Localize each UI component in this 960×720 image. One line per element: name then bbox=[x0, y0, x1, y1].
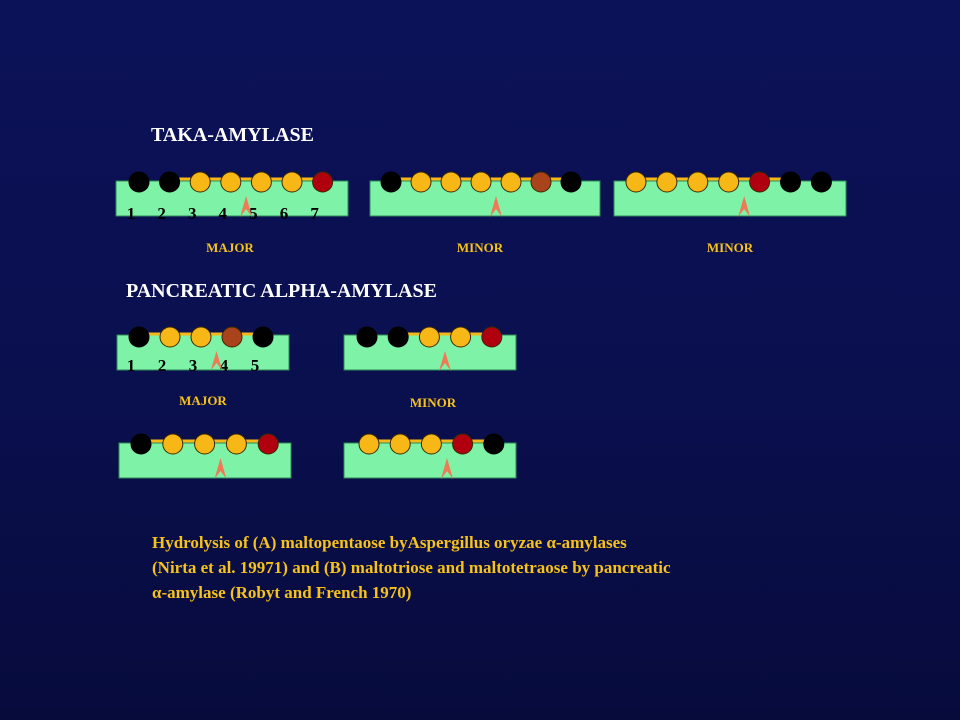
pan-top-2-bead-1-black bbox=[356, 326, 378, 348]
pancreatic-row-1-label: MAJOR bbox=[179, 393, 227, 408]
taka-1-bead-2-black bbox=[159, 171, 181, 193]
taka-2-bead-2-yellow bbox=[410, 171, 432, 193]
pan-top-1-position-3: 3 bbox=[189, 356, 198, 375]
taka-3-bead-6-black bbox=[780, 171, 801, 193]
pan-bottom-1-bead-2-yellow bbox=[162, 433, 184, 455]
taka-1-position-1: 1 bbox=[127, 204, 136, 223]
pan-top-1-position-2: 2 bbox=[158, 356, 167, 375]
taka-row-1-label: MAJOR bbox=[206, 240, 254, 255]
taka-1-position-5: 5 bbox=[249, 204, 258, 223]
taka-2-bead-4-yellow bbox=[470, 171, 492, 193]
taka-2-bead-6-brown bbox=[530, 171, 552, 193]
taka-row-3-label: MINOR bbox=[706, 240, 754, 255]
pan-bottom-2-bead-3-yellow bbox=[420, 433, 442, 455]
taka-3-bead-4-yellow bbox=[718, 171, 740, 193]
taka-1-position-6: 6 bbox=[280, 204, 289, 223]
pan-top-2-cleavage-arrow bbox=[439, 351, 451, 371]
taka-2-bead-3-yellow bbox=[440, 171, 462, 193]
pan-bottom-1-cleavage-arrow bbox=[214, 458, 227, 479]
pan-top-1-bead-3-yellow bbox=[190, 326, 212, 348]
pan-top-1-position-5: 5 bbox=[251, 356, 260, 375]
taka-3-bead-3-yellow bbox=[687, 171, 709, 193]
taka-3-bead-2-yellow bbox=[656, 171, 678, 193]
pan-bottom-2-bead-4-red bbox=[452, 433, 474, 455]
taka-1-bead-7-red bbox=[312, 171, 334, 193]
pan-top-2-bead-4-yellow bbox=[450, 326, 472, 348]
pan-bottom-1-bead-1-black bbox=[130, 433, 152, 455]
taka-3-bead-7-black bbox=[810, 171, 832, 193]
taka-1-position-7: 7 bbox=[310, 204, 319, 223]
pan-top-1-cleavage-arrow bbox=[210, 351, 223, 371]
figure-caption: Hydrolysis of (A) maltopentaose byAsperg… bbox=[152, 530, 852, 605]
caption-line-3: α-amylase (Robyt and French 1970) bbox=[152, 583, 412, 602]
taka-3-bead-1-yellow bbox=[625, 171, 647, 193]
taka-1-bead-4-yellow bbox=[220, 171, 242, 193]
caption-line-1: Hydrolysis of (A) maltopentaose byAsperg… bbox=[152, 533, 627, 552]
taka-3-bead-5-red bbox=[749, 171, 771, 193]
taka-2-bead-5-yellow bbox=[500, 171, 522, 193]
pan-top-1-bead-5-black bbox=[252, 326, 274, 348]
pancreatic-row-2-label: MINOR bbox=[409, 395, 457, 410]
pan-top-1-bead-4-brown bbox=[221, 326, 243, 348]
pan-top-1-bead-1-black bbox=[128, 326, 150, 348]
taka-1-bead-5-yellow bbox=[250, 171, 272, 193]
pan-top-2-bead-2-black bbox=[387, 326, 409, 348]
taka-2-cleavage-arrow bbox=[490, 196, 502, 217]
pan-bottom-1-bead-3-yellow bbox=[194, 433, 216, 455]
taka-1-position-4: 4 bbox=[219, 204, 228, 223]
caption-line-2: (Nirta et al. 19971) and (B) maltotriose… bbox=[152, 558, 671, 577]
taka-1-bead-6-yellow bbox=[281, 171, 303, 193]
taka-2-bead-7-black bbox=[560, 171, 582, 193]
taka-2-bead-1-black bbox=[380, 171, 402, 193]
pan-bottom-2-bead-1-yellow bbox=[358, 433, 380, 455]
taka-1-position-3: 3 bbox=[188, 204, 197, 223]
pan-top-1-bead-2-yellow bbox=[159, 326, 181, 348]
pan-bottom-1-bead-4-yellow bbox=[225, 433, 247, 455]
taka-1-position-2: 2 bbox=[157, 204, 166, 223]
pan-top-2-bead-5-red bbox=[481, 326, 503, 348]
taka-1-bead-3-yellow bbox=[189, 171, 211, 193]
pancreatic-amylase-title: PANCREATIC ALPHA-AMYLASE bbox=[126, 280, 437, 302]
taka-3-cleavage-arrow bbox=[738, 196, 751, 217]
pan-bottom-1-bead-5-red bbox=[257, 433, 279, 455]
taka-1-bead-1-black bbox=[128, 171, 150, 193]
pan-bottom-2-cleavage-arrow bbox=[441, 458, 453, 479]
taka-row-2-label: MINOR bbox=[456, 240, 504, 255]
taka-1-cleavage-arrow bbox=[240, 196, 253, 217]
pan-top-2-bead-3-yellow bbox=[418, 326, 440, 348]
taka-amylase-title: TAKA-AMYLASE bbox=[151, 124, 314, 146]
pan-top-1-position-1: 1 bbox=[127, 356, 136, 375]
pan-top-1-position-4: 4 bbox=[220, 356, 229, 375]
pan-bottom-2-bead-5-black bbox=[483, 433, 505, 455]
pan-bottom-2-bead-2-yellow bbox=[389, 433, 411, 455]
